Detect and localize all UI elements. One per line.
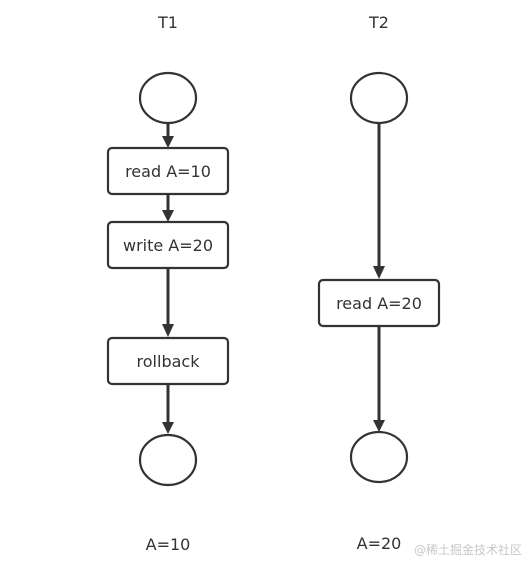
lane-t1: T1 read A=10 write A=20 rollback A=10 bbox=[106, 13, 230, 554]
t1-arrowhead-3 bbox=[162, 324, 174, 337]
t1-arrowhead-2 bbox=[162, 210, 174, 222]
t2-end-node bbox=[349, 430, 409, 484]
t1-arrowhead-1 bbox=[162, 136, 174, 148]
t1-arrowhead-4 bbox=[162, 422, 174, 434]
t1-start-node bbox=[138, 71, 198, 125]
t1-read-label: read A=10 bbox=[125, 162, 211, 181]
t2-read-label: read A=20 bbox=[336, 294, 422, 313]
t2-arrowhead-2 bbox=[373, 420, 385, 432]
t1-write-label: write A=20 bbox=[123, 236, 213, 255]
t2-arrowhead-1 bbox=[373, 266, 385, 279]
t1-rollback-label: rollback bbox=[137, 352, 201, 371]
t1-end-node bbox=[138, 433, 198, 487]
watermark-text: @稀土掘金技术社区 bbox=[414, 542, 522, 557]
lane-t2: T2 read A=20 A=20 bbox=[317, 13, 441, 553]
lane-t2-title: T2 bbox=[368, 13, 389, 32]
t2-result-value: A=20 bbox=[357, 534, 402, 553]
t1-result-value: A=10 bbox=[146, 535, 191, 554]
lane-t1-title: T1 bbox=[157, 13, 178, 32]
t2-start-node bbox=[349, 71, 409, 125]
